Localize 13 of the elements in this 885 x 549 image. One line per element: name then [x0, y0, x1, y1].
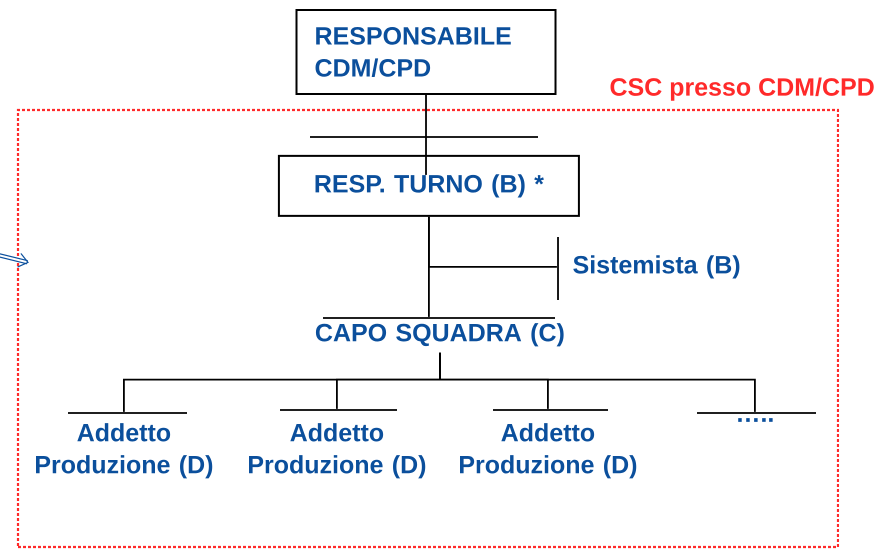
connector-line [439, 352, 756, 412]
role-label: CAPO SQUADRA (C) [316, 323, 564, 346]
role-label: Addetto Produzione (D) [36, 423, 212, 478]
connector-arrow [0, 252, 29, 268]
connector-line [428, 216, 430, 317]
role-box: RESP. TURNO (B) * [278, 154, 580, 217]
role-label: Addetto Produzione (D) [249, 423, 426, 478]
connector-line [425, 95, 427, 175]
node-label: CSC presso CDM/CPD [610, 78, 874, 101]
role-box: RESPONSABILE CDM/CPD [296, 9, 556, 95]
role-label: ….. [738, 418, 773, 422]
role-label: Sistemista (B) [573, 255, 740, 279]
role-label: Addetto Produzione (D) [460, 423, 636, 478]
